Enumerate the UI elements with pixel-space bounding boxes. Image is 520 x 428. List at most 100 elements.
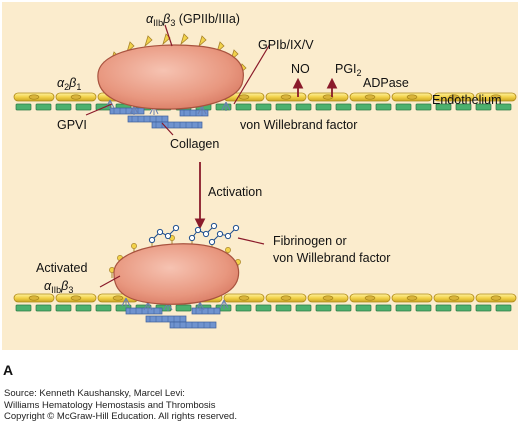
ligand-node <box>188 234 196 242</box>
cell-nucleus <box>448 295 460 301</box>
leader-collagen <box>161 122 174 136</box>
receptor-stalk <box>129 105 139 115</box>
collagen-fiber <box>109 107 145 115</box>
collagen-fiber <box>145 315 187 323</box>
subendothelial-block <box>35 304 52 312</box>
collagen-fiber <box>151 121 203 129</box>
label-vwf: von Willebrand factor <box>240 118 357 132</box>
cell-nucleus <box>238 295 250 301</box>
cell-nucleus <box>406 295 418 301</box>
label-activated: Activated <box>36 261 87 275</box>
cell-nucleus <box>28 295 40 301</box>
endothelium-green-row <box>15 103 512 111</box>
subendothelial-block <box>15 304 32 312</box>
subendothelial-block <box>75 103 92 111</box>
cell-nucleus <box>238 94 250 100</box>
subendothelial-block <box>275 103 292 111</box>
cell-nucleus <box>406 94 418 100</box>
integrin-spike <box>180 33 189 46</box>
ligand-node <box>156 228 164 236</box>
cell-nucleus <box>448 94 460 100</box>
receptor-stalk <box>219 299 229 309</box>
subendothelial-block <box>55 304 72 312</box>
ligand-node <box>172 224 180 232</box>
subendothelial-block <box>335 304 352 312</box>
platelet-adhesion-diagram: αIIbβ3 (GPIIb/IIIa) α2β1 GPIb/IX/V NO PG… <box>13 12 517 329</box>
cell-nucleus <box>364 94 376 100</box>
leader-gpvi <box>85 103 113 116</box>
source-citation: Source: Kenneth Kaushansky, Marcel Levi:… <box>4 388 237 423</box>
subendothelial-block <box>35 103 52 111</box>
top-collagen-fibers <box>109 107 209 129</box>
endothelium-green-row <box>15 304 512 312</box>
ligand-node <box>194 226 202 234</box>
subendothelial-block <box>175 304 192 312</box>
subendothelial-block <box>435 103 452 111</box>
subendothelial-block <box>415 304 432 312</box>
cell-nucleus <box>280 94 292 100</box>
subendothelial-block <box>235 304 252 312</box>
leader-fibrinogen <box>237 237 265 245</box>
bottom-collagen-fibers <box>125 307 221 329</box>
label-gpvi: GPVI <box>57 118 87 132</box>
ligand-node <box>232 224 240 232</box>
subendothelial-block <box>295 304 312 312</box>
leader-integrin-top <box>164 24 173 47</box>
ligand-node <box>148 236 156 244</box>
ligand-chain <box>191 225 215 239</box>
cell-nucleus <box>280 295 292 301</box>
subendothelial-block <box>255 103 272 111</box>
activated-integrin-head <box>225 247 231 253</box>
label-gpib: GPIb/IX/V <box>258 38 314 52</box>
subendothelial-block <box>235 103 252 111</box>
bottom-receptors <box>121 297 229 311</box>
subendothelial-block <box>355 304 372 312</box>
integrin-spike <box>144 35 153 48</box>
ligand-node <box>202 230 210 238</box>
top-platelet <box>97 33 247 110</box>
figure-panel: αIIbβ3 (GPIIb/IIIa) α2β1 GPIb/IX/V NO PG… <box>2 2 518 350</box>
label-adpase: ADPase <box>363 76 409 90</box>
receptor-stalk <box>121 297 131 307</box>
subendothelial-block <box>255 304 272 312</box>
subendothelial-block <box>275 304 292 312</box>
label-fibrinogen-line1: Fibrinogen or <box>273 234 347 248</box>
collagen-fiber <box>179 109 209 117</box>
cell-nucleus <box>490 295 502 301</box>
ligand-chain <box>211 227 237 243</box>
integrin-spike <box>198 35 207 48</box>
subendothelial-block <box>315 103 332 111</box>
subendothelial-block <box>475 304 492 312</box>
cell-nucleus <box>490 94 502 100</box>
source-line-copyright: Copyright © McGraw-Hill Education. All r… <box>4 411 237 422</box>
collagen-fiber <box>191 307 221 315</box>
leader-gpib <box>233 43 271 105</box>
ligand-chain <box>151 227 177 241</box>
label-integrin-top: αIIbβ3 (GPIIb/IIIa) <box>146 12 240 28</box>
ligand-node <box>224 232 232 240</box>
activated-platelet <box>113 243 240 305</box>
cell-nucleus <box>70 94 82 100</box>
subendothelial-block <box>455 103 472 111</box>
collagen-fiber <box>169 321 217 329</box>
subendothelial-block <box>435 304 452 312</box>
subendothelial-block <box>495 304 512 312</box>
leader-activated-integrin <box>99 275 121 288</box>
panel-letter: A <box>3 362 14 378</box>
subendothelial-block <box>15 103 32 111</box>
receptor-stalk <box>195 301 205 311</box>
cell-nucleus <box>322 94 334 100</box>
bottom-endothelium <box>13 293 517 312</box>
receptor-stalk <box>197 105 207 115</box>
label-pgi2: PGI2 <box>335 62 362 78</box>
subendothelial-block <box>415 103 432 111</box>
subendothelial-block <box>455 304 472 312</box>
ligand-node <box>210 222 218 230</box>
label-collagen: Collagen <box>170 137 219 151</box>
label-fibrinogen-line2: von Willebrand factor <box>273 251 390 265</box>
resting-platelet <box>97 44 244 110</box>
label-endothelium: Endothelium <box>432 93 502 107</box>
cell-nucleus <box>322 295 334 301</box>
subendothelial-block <box>375 103 392 111</box>
subendothelial-block <box>95 304 112 312</box>
